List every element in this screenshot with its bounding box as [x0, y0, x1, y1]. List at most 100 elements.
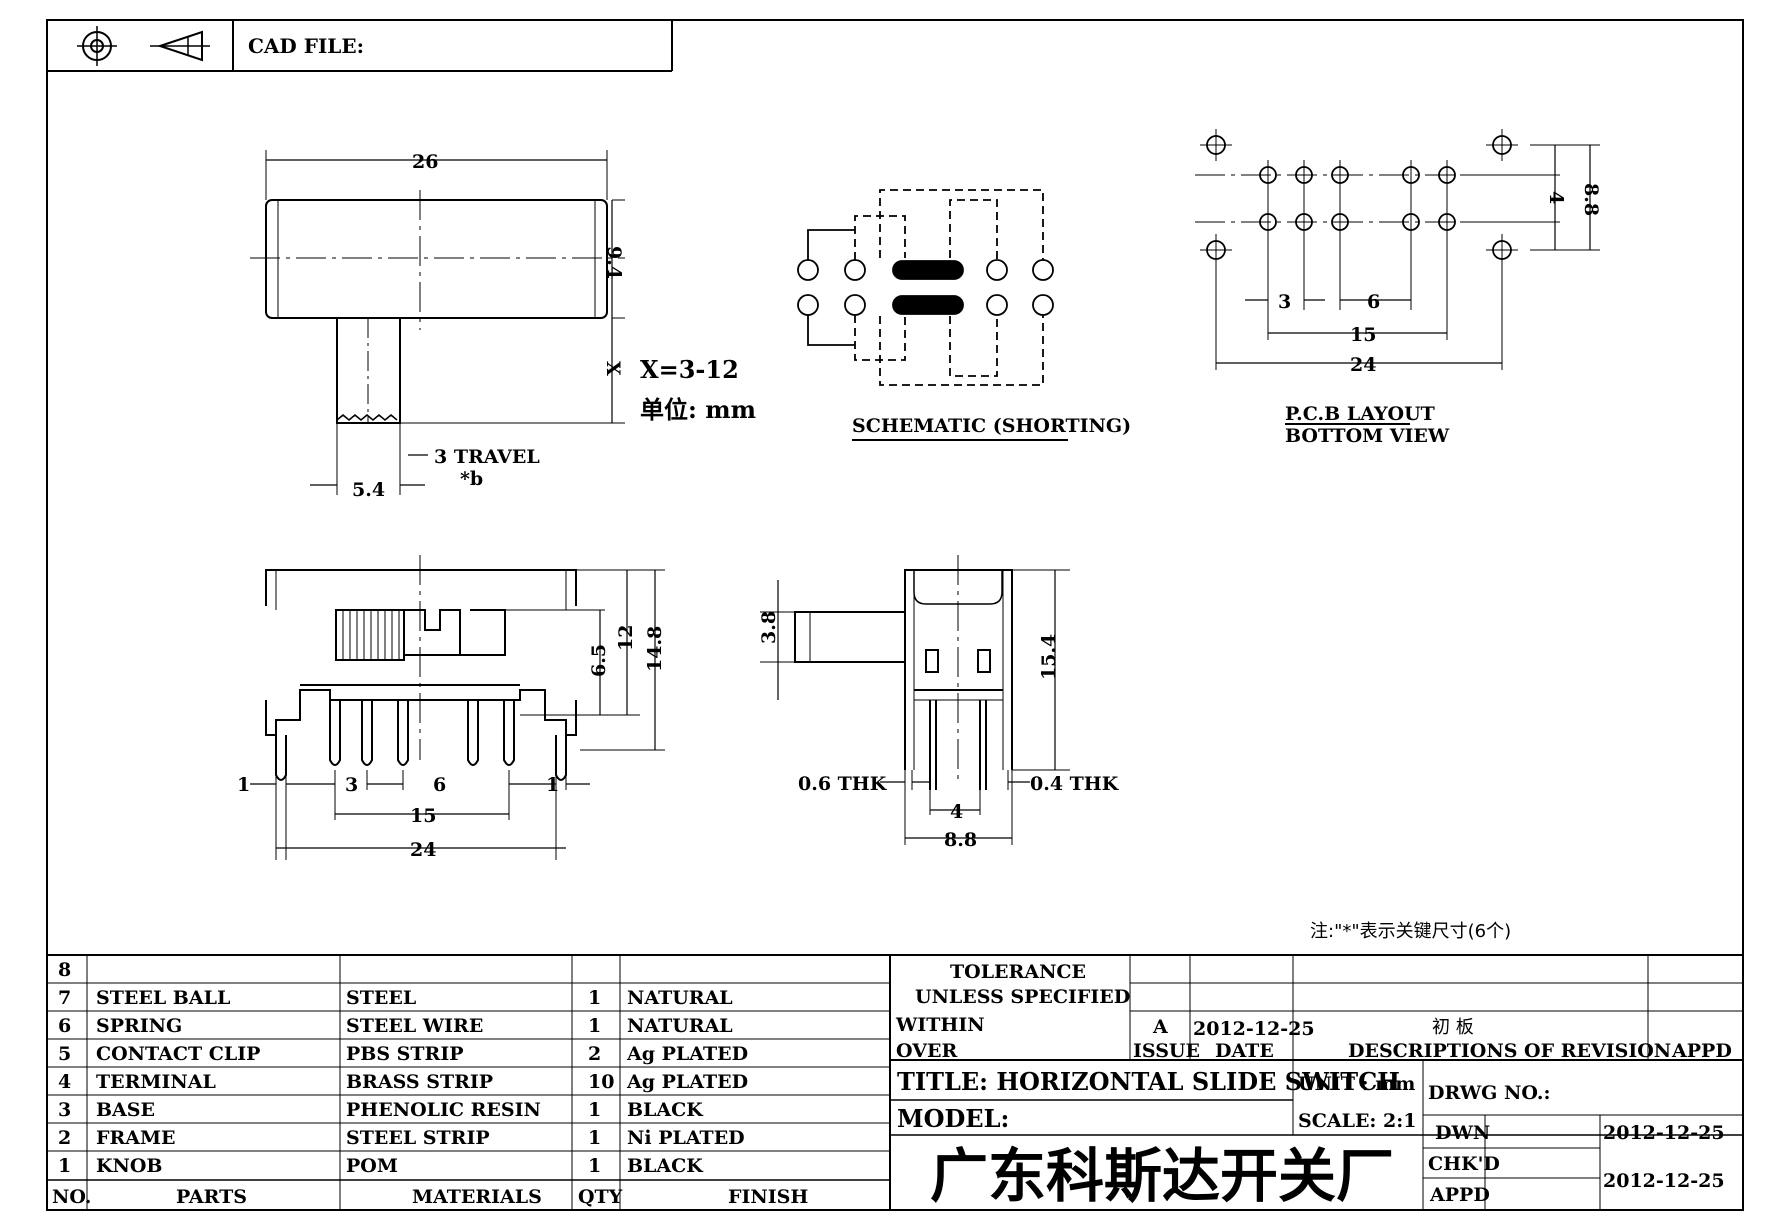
tolerance-line1: TOLERANCE — [950, 961, 1086, 983]
bom-table-grid — [47, 954, 1743, 1210]
bom-cell-finish: NATURAL — [627, 1015, 733, 1037]
bom-cell-material: STEEL STRIP — [346, 1127, 490, 1149]
bom-cell-part: BASE — [96, 1099, 155, 1121]
bom-cell-material: POM — [346, 1155, 398, 1177]
front-dim-h3: 14.8 — [644, 626, 666, 672]
side-view — [760, 555, 1070, 845]
bom-cell-part: STEEL BALL — [96, 987, 230, 1009]
bom-cell-finish: Ag PLATED — [626, 1043, 748, 1065]
x-range-label: X=3-12 — [640, 355, 739, 384]
bom-cell-material: STEEL WIRE — [346, 1015, 483, 1037]
bom-cell-part: SPRING — [96, 1015, 182, 1037]
projection-circle-icon — [77, 26, 117, 66]
scale-label: SCALE: 2:1 — [1298, 1110, 1417, 1132]
pcb-dim-pitch-small: 3 — [1278, 291, 1291, 313]
bom-row: 5 CONTACT CLIP PBS STRIP 2 Ag PLATED — [58, 1043, 748, 1065]
pcb-dim-span: 15 — [1350, 324, 1376, 346]
front-dim-h1: 6.5 — [588, 644, 610, 677]
bom-header-no: NO. — [52, 1186, 91, 1208]
travel-note: *b — [460, 468, 483, 490]
bom-header-parts: PARTS — [176, 1186, 247, 1208]
pcb-caption-line2: BOTTOM VIEW — [1285, 425, 1450, 447]
over-label: OVER — [896, 1040, 957, 1062]
bom-header-finish: FINISH — [728, 1186, 808, 1208]
bom-cell-material: PHENOLIC RESIN — [346, 1099, 541, 1121]
model-label: MODEL: — [897, 1104, 1009, 1133]
front-dim-left: 1 — [237, 774, 250, 796]
front-dim-span: 15 — [410, 805, 436, 827]
within-label: WITHIN — [895, 1014, 985, 1036]
bom-cell-no: 6 — [58, 1015, 71, 1037]
bom-cell-finish: Ag PLATED — [626, 1071, 748, 1093]
date-header: DATE — [1215, 1040, 1274, 1062]
top-dim-x: X — [602, 361, 624, 376]
front-dim-total: 24 — [410, 839, 436, 861]
side-dim-pitch: 4 — [950, 801, 963, 823]
bom-cell-qty: 1 — [588, 987, 601, 1009]
chkd-date: 2012-12-25 — [1603, 1170, 1725, 1192]
projection-cone-icon — [150, 30, 210, 62]
revision-date: 2012-12-25 — [1193, 1018, 1315, 1040]
sheet-border — [46, 19, 1744, 1211]
issue-header: ISSUE — [1133, 1040, 1200, 1062]
bom-cell-qty: 10 — [588, 1071, 614, 1093]
title-block-grid — [890, 955, 1743, 1210]
bom-cell-no: 4 — [58, 1071, 71, 1093]
travel-label: 3 TRAVEL — [434, 446, 540, 468]
bom-cell-no: 3 — [58, 1099, 71, 1121]
dwn-label: DWN — [1435, 1122, 1490, 1144]
unit-cn-label: 单位: mm — [640, 395, 756, 424]
top-view — [250, 150, 625, 495]
schematic-diagram — [797, 189, 1068, 441]
descriptions-header: DESCRIPTIONS OF REVISION — [1348, 1040, 1671, 1062]
bom-cell-finish: BLACK — [627, 1155, 704, 1177]
bom-cell-part: KNOB — [96, 1155, 163, 1177]
unit-label: UNIT : mm — [1298, 1073, 1415, 1095]
drawing-title: TITLE: HORIZONTAL SLIDE SWITCH — [897, 1067, 1400, 1096]
bom-header-qty: QTY — [578, 1186, 623, 1208]
front-dim-h2: 12 — [615, 625, 637, 651]
bom-header-row: NO. PARTS MATERIALS QTY FINISH — [52, 1186, 808, 1208]
pcb-caption-line1: P.C.B LAYOUT — [1285, 403, 1435, 425]
pcb-mount-holes — [1200, 129, 1518, 266]
key-dimension-note: 注:"*"表示关键尺寸(6个) — [1310, 921, 1511, 942]
bom-cell-finish: Ni PLATED — [627, 1127, 745, 1149]
pcb-pin-holes — [1259, 166, 1456, 231]
side-dim-width: 8.8 — [944, 829, 977, 851]
bom-header-materials: MATERIALS — [412, 1186, 542, 1208]
chkd-label: CHK'D — [1428, 1153, 1500, 1175]
bom-cell-material: PBS STRIP — [346, 1043, 464, 1065]
schematic-caption: SCHEMATIC (SHORTING) — [852, 415, 1131, 437]
pcb-dim-outer: 8.8 — [1580, 183, 1602, 216]
top-dim-knob: 5.4 — [352, 479, 385, 501]
company-name: 广东科斯达开关厂 — [930, 1142, 1394, 1210]
bom-cell-no: 8 — [58, 959, 71, 981]
bom-cell-qty: 2 — [588, 1043, 601, 1065]
bom-cell-no: 5 — [58, 1043, 71, 1065]
pcb-dim-total: 24 — [1350, 354, 1376, 376]
revision-description: 初 板 — [1432, 1017, 1474, 1038]
top-dim-height: 9.4 — [603, 246, 625, 279]
front-dim-p2: 6 — [433, 774, 446, 796]
dwn-date: 2012-12-25 — [1603, 1122, 1725, 1144]
side-dim-height: 15.4 — [1038, 634, 1060, 680]
bom-cell-qty: 1 — [588, 1127, 601, 1149]
side-thk-right: 0.4 THK — [1030, 773, 1120, 795]
bom-cell-part: CONTACT CLIP — [96, 1043, 260, 1065]
revision-letter: A — [1152, 1016, 1168, 1038]
pcb-dim-pitch-mid: 6 — [1367, 291, 1380, 313]
front-view — [250, 555, 665, 860]
bom-cell-qty: 1 — [588, 1099, 601, 1121]
pcb-layout — [1195, 129, 1600, 425]
top-dim-width: 26 — [412, 151, 438, 173]
bom-cell-no: 2 — [58, 1127, 71, 1149]
bom-cell-no: 1 — [58, 1155, 71, 1177]
bom-cell-part: TERMINAL — [96, 1071, 216, 1093]
